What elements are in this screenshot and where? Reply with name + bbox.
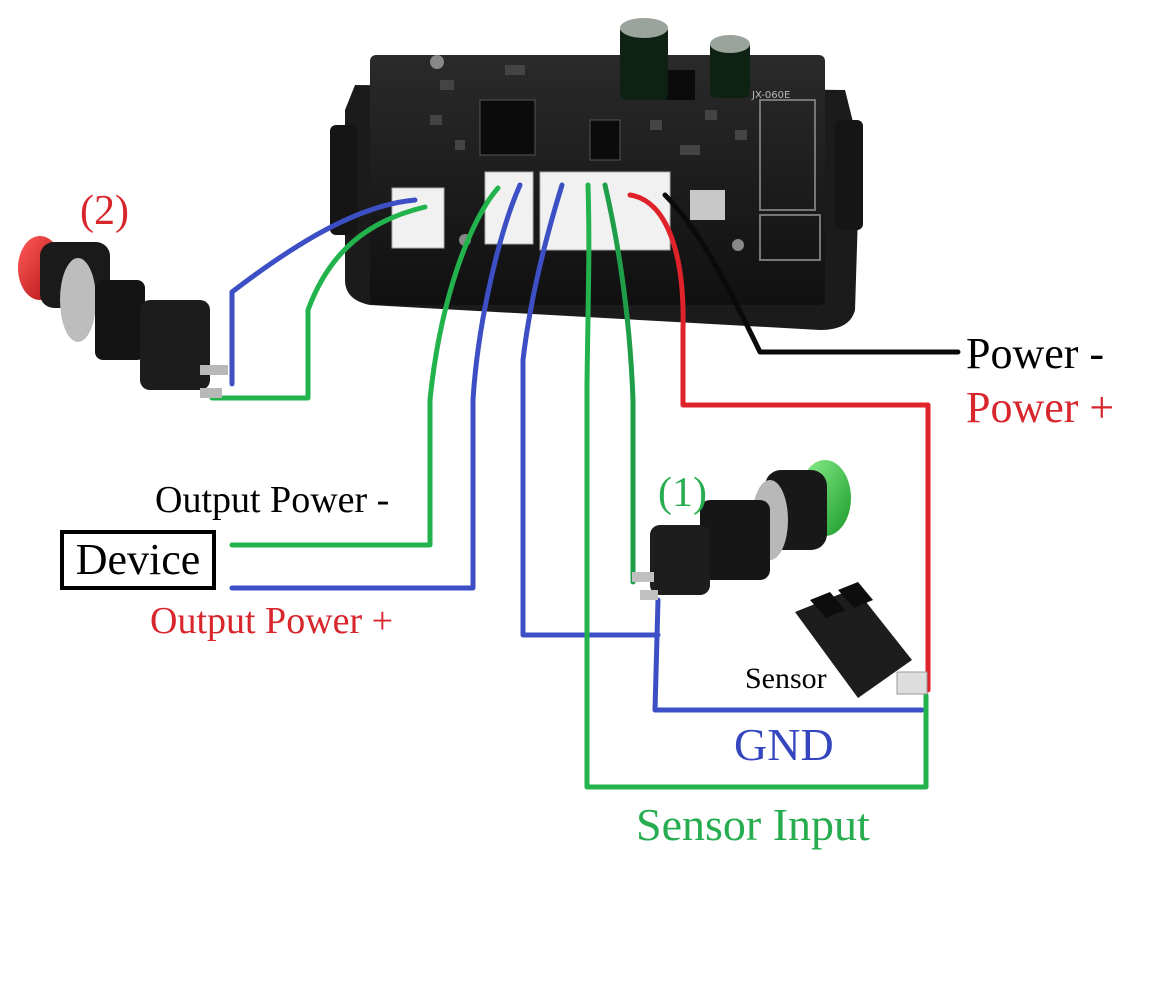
button-2-label: (2) <box>80 188 129 234</box>
button-1-label: (1) <box>658 470 707 516</box>
wire-button1-green <box>602 182 636 585</box>
capacitor-large <box>620 18 668 100</box>
connector-button <box>391 187 445 249</box>
wire-button2-green <box>209 204 428 401</box>
capacitor-small <box>710 35 750 98</box>
wire-power-pos <box>627 192 931 693</box>
wire-output-neg <box>229 185 501 548</box>
wire-gnd <box>520 182 661 638</box>
output-power-negative-label: Output Power - <box>155 479 390 521</box>
device-label: Device <box>60 530 216 590</box>
optical-sensor <box>795 582 928 698</box>
sensor-input-label: Sensor Input <box>636 799 870 850</box>
power-negative-label: Power - <box>966 329 1105 378</box>
wire-gnd-sensor <box>652 597 925 713</box>
push-button-1 <box>632 460 851 600</box>
controller-board: JX-060E <box>330 18 863 330</box>
gnd-label: GND <box>734 719 834 770</box>
sensor-label: Sensor <box>745 662 827 695</box>
board-silkscreen: JX-060E <box>751 90 790 101</box>
wire-power-neg <box>662 192 961 355</box>
push-button-2 <box>18 236 228 398</box>
output-power-positive-label: Output Power + <box>150 600 394 642</box>
wire-sensor-input <box>584 182 929 790</box>
power-positive-label: Power + <box>966 383 1115 432</box>
wire-output-pos <box>229 182 523 591</box>
wire-button2-blue <box>229 197 418 387</box>
